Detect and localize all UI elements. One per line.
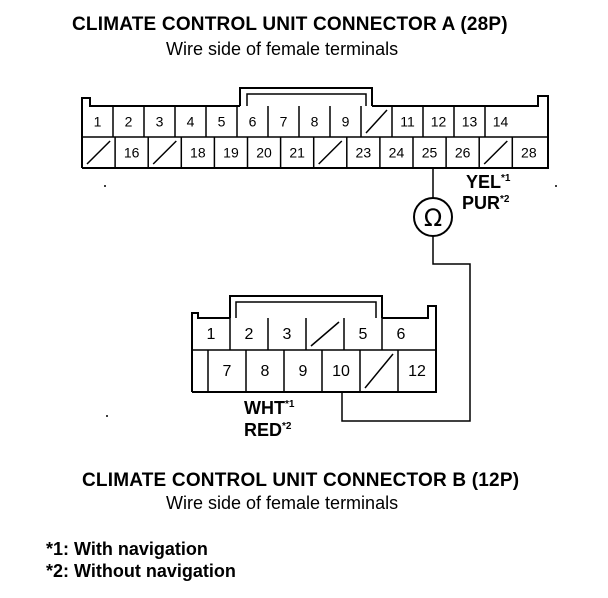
empty-cavity-slash [318,140,343,165]
test-wiring [341,168,471,422]
connector-b-lock-inner [235,301,377,318]
connector-b-subtitle: Wire side of female terminals [166,493,399,513]
connector-b-terminal-3: 3 [283,326,292,343]
connector-b-terminal-10: 10 [332,363,350,380]
connector-a-terminal-9: 9 [342,114,350,130]
connector-a-terminal-1: 1 [94,114,102,130]
empty-cavity-slash [152,140,177,165]
wire-color-pur: PUR [462,193,501,213]
footnote-2: *2: Without navigation [46,561,236,581]
connector-b-terminal-9: 9 [299,363,308,380]
connector-a-terminal-21: 21 [289,145,305,161]
connector-a-terminal-19: 19 [223,145,239,161]
empty-cavity-slash [364,353,394,389]
connector-a-terminal-28: 28 [521,145,537,161]
connector-a [81,87,549,169]
stray-dot [106,415,108,417]
connector-b-wire-color-2: RED*2 [244,420,291,441]
connector-b-title: CLIMATE CONTROL UNIT CONNECTOR B (12P) [82,470,520,491]
connector-a-terminal-20: 20 [256,145,272,161]
connector-b-wire-color-1: WHT*1 [244,398,294,419]
connector-a-terminal-18: 18 [190,145,206,161]
connector-a-terminal-16: 16 [124,145,140,161]
ohm-symbol: Ω [424,204,442,232]
footnote-1: *1: With navigation [46,539,208,559]
connector-a-lock-inner [246,93,367,106]
connector-b-terminal-2: 2 [245,326,254,343]
connector-a-terminal-7: 7 [280,114,288,130]
empty-cavity-slash [483,140,508,165]
connector-a-terminal-24: 24 [389,145,405,161]
empty-cavity-slash [86,140,111,165]
connector-a-terminal-4: 4 [187,114,195,130]
connector-a-title: CLIMATE CONTROL UNIT CONNECTOR A (28P) [72,14,508,35]
footnote-mark: *2 [500,194,510,205]
wire-color-wht: WHT [244,398,285,418]
connector-a-terminal-11: 11 [400,114,415,130]
connector-b-terminal-7: 7 [223,363,232,380]
connector-a-right-edge [82,95,549,169]
connector-a-left-edge [81,97,240,168]
connector-a-subtitle: Wire side of female terminals [166,39,399,59]
empty-cavity-slash [365,109,388,134]
wire-color-red: RED [244,420,283,440]
connector-b-terminal-6: 6 [397,326,406,343]
connector-a-terminal-13: 13 [462,114,478,130]
wire-to-b10 [341,236,471,422]
connector-a-terminal-12: 12 [431,114,447,130]
connector-a-lock-tab [239,87,373,106]
connector-b-terminal-8: 8 [261,363,270,380]
connector-a-terminal-3: 3 [156,114,164,130]
connector-b-left-edge [191,312,230,392]
wire-color-yel: YEL [466,172,502,192]
connector-a-terminal-6: 6 [249,114,257,130]
connector-a-terminal-2: 2 [125,114,133,130]
connector-b-terminal-5: 5 [359,326,368,343]
ohmmeter-icon: Ω [413,197,453,237]
empty-cavity-slash [310,321,340,347]
connector-b-right-edge [192,305,437,393]
connector-b-terminal-1: 1 [207,326,216,343]
stray-dot [104,185,106,187]
connector-a-wire-color-2: PUR*2 [462,193,509,214]
connector-b-terminal-12: 12 [408,363,426,380]
connector-a-terminal-25: 25 [422,145,438,161]
connector-a-wire-color-1: YEL*1 [466,172,510,193]
connector-a-terminal-26: 26 [455,145,471,161]
connector-a-terminal-8: 8 [311,114,319,130]
connector-b-lock-tab [229,295,383,318]
connector-a-terminal-14: 14 [493,114,509,130]
footnote-mark: *1 [284,399,295,410]
stray-dot [555,185,557,187]
connector-b [191,295,437,393]
connector-a-terminal-5: 5 [218,114,226,130]
footnote-mark: *1 [501,173,511,184]
footnote-mark: *2 [282,421,292,432]
connector-a-terminal-23: 23 [356,145,372,161]
